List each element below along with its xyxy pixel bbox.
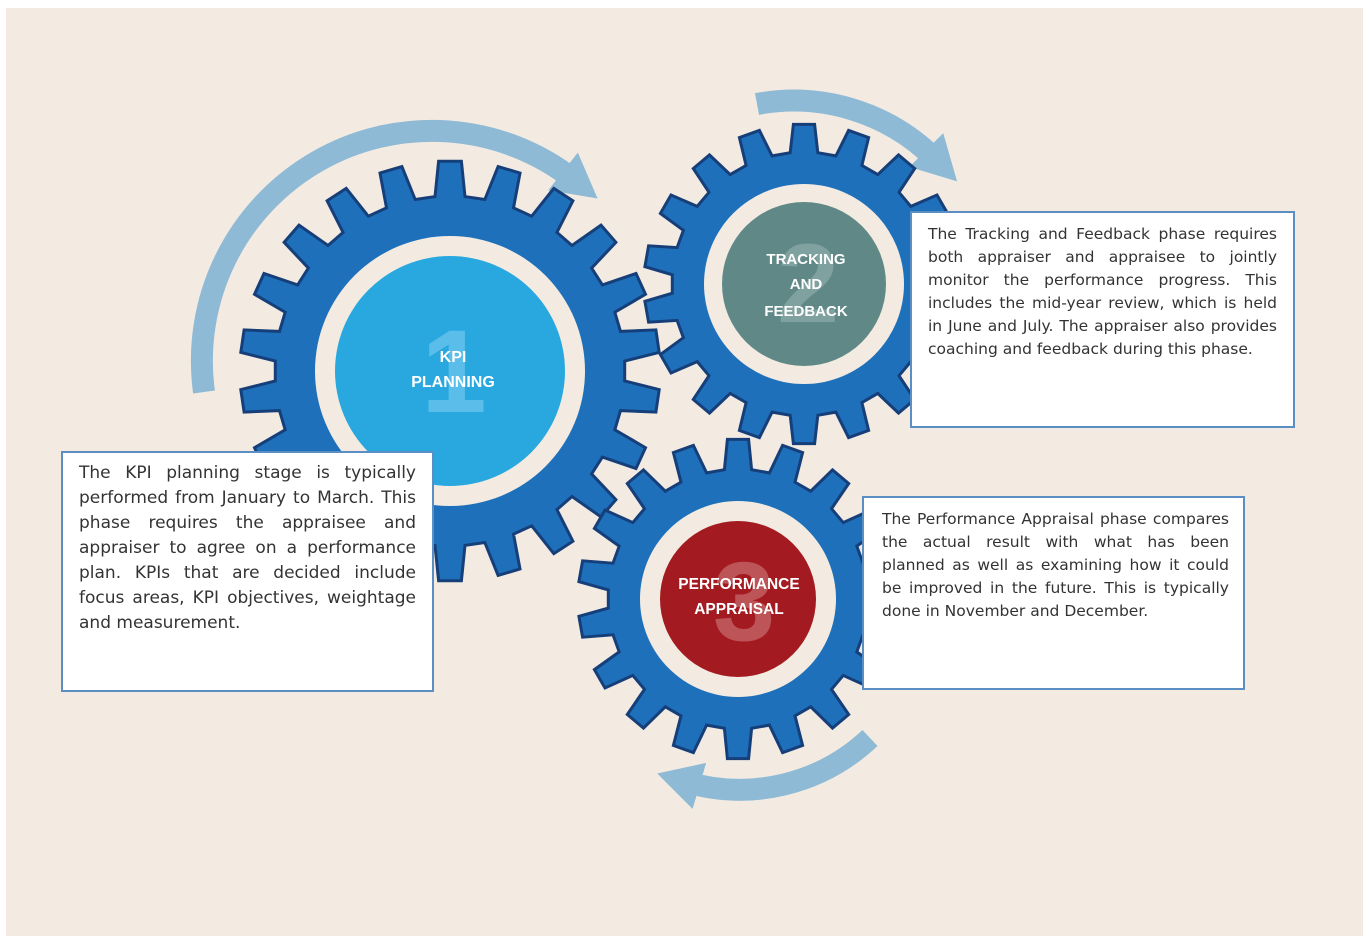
phase-2-description-box: The Tracking and Feedback phase requires… bbox=[910, 211, 1295, 428]
phase-1-description: The KPI planning stage is typically perf… bbox=[79, 463, 416, 633]
gear-kpi-planning: 1 KPI PLANNING bbox=[239, 159, 661, 583]
phase-3-description: The Performance Appraisal phase compares… bbox=[882, 510, 1229, 620]
gear-performance-appraisal: 3 PERFORMANCE APPRAISAL bbox=[577, 437, 899, 761]
phase-1-number: 1 bbox=[421, 306, 487, 438]
phase-2-title-line-1: TRACKING bbox=[766, 251, 845, 268]
phase-3-number: 3 bbox=[713, 539, 775, 664]
phase-1-title-line-1: KPI bbox=[440, 349, 467, 366]
cycle-arrow-2 bbox=[754, 89, 958, 182]
phase-3-title-line-2: APPRAISAL bbox=[694, 601, 784, 618]
phase-2-description: The Tracking and Feedback phase requires… bbox=[928, 225, 1277, 358]
gear-tracking-feedback: 2 TRACKING AND FEEDBACK bbox=[643, 122, 965, 446]
phase-2-number: 2 bbox=[777, 221, 839, 346]
phase-1-title-line-2: PLANNING bbox=[411, 374, 495, 391]
phase-1-circle bbox=[335, 256, 565, 486]
cycle-arrow-1 bbox=[190, 119, 598, 394]
phase-3-circle bbox=[660, 521, 816, 677]
phase-2-title-line-2: AND bbox=[790, 276, 823, 293]
phase-3-description-box: The Performance Appraisal phase compares… bbox=[862, 496, 1245, 690]
cycle-arrow-3 bbox=[657, 729, 878, 809]
phase-2-circle bbox=[722, 202, 886, 366]
phase-3-title-line-1: PERFORMANCE bbox=[678, 576, 799, 593]
phase-1-description-box: The KPI planning stage is typically perf… bbox=[61, 451, 434, 692]
phase-2-title-line-3: FEEDBACK bbox=[764, 303, 848, 320]
